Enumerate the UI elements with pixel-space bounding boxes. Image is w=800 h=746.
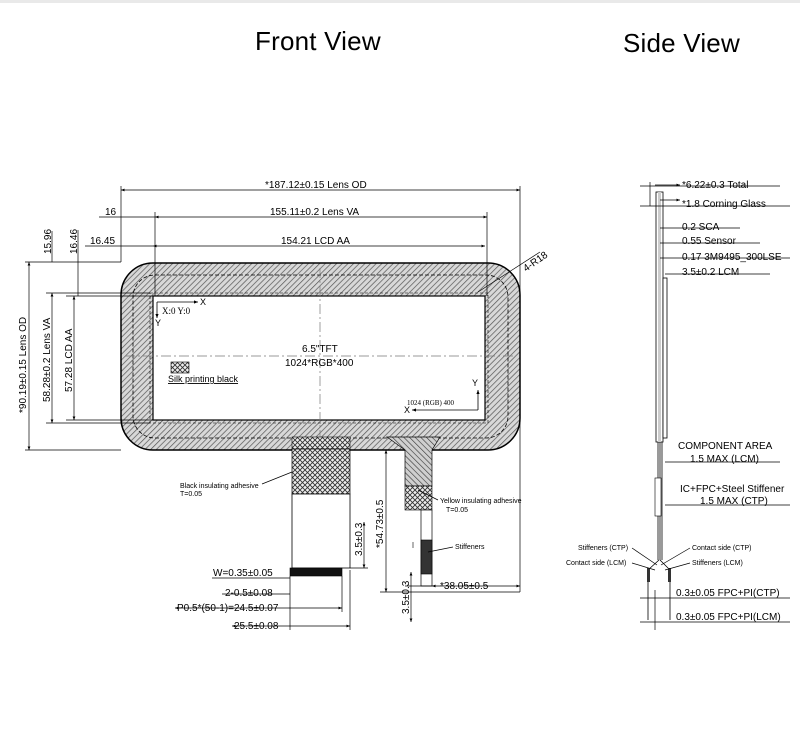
- side-tape: 0.17 3M9495_300LSE: [682, 252, 782, 263]
- end-axes: X Y 1024 (RGB) 400: [404, 378, 480, 415]
- silk-sample-swatch: [170, 361, 190, 374]
- dim-lens-od-height: *90.19±0.15 Lens OD: [18, 317, 29, 413]
- side-sca: 0.2 SCA: [682, 222, 720, 233]
- dim-tail-width: 25.5±0.08: [234, 621, 279, 632]
- side-stiffeners-lcm: Stiffeners (LCM): [692, 560, 743, 567]
- dim-38-05: *38.05±0.5: [440, 581, 489, 592]
- end-coord-label: 1024 (RGB) 400: [407, 399, 455, 407]
- side-contact-lcm: Contact side (LCM): [566, 560, 626, 567]
- dim-pin-2: 2-0.5±0.08: [225, 588, 273, 599]
- dimension-lines: [25, 186, 541, 630]
- side-glass: *1.8 Corning Glass: [682, 199, 766, 210]
- yellow-adhesive-label: Yellow insulating adhesive: [440, 498, 522, 505]
- end-y-label: Y: [472, 378, 478, 388]
- silk-printing-label: Silk printing black: [168, 374, 239, 384]
- dim-3-5-top: 3.5±0.3: [354, 522, 365, 556]
- dim-lens-od-width: *187.12±0.15 Lens OD: [265, 180, 367, 191]
- black-adhesive-thickness: T=0.05: [180, 491, 202, 498]
- origin-coord-label: X:0 Y:0: [162, 306, 191, 316]
- end-x-label: X: [404, 405, 410, 415]
- dim-pin-width: W=0.35±0.05: [213, 568, 273, 579]
- side-sensor: 0.55 Sensor: [682, 236, 737, 247]
- panel-size-label: 6.5"TFT: [302, 344, 338, 355]
- center-lines: [125, 268, 515, 450]
- dim-lcd-aa-height: 57.28 LCD AA: [64, 328, 75, 392]
- fpc-tail-lcm: [385, 436, 441, 587]
- origin-x-label: X: [200, 297, 206, 307]
- dim-lcd-aa-width: 154.21 LCD AA: [281, 236, 350, 247]
- view-area-outline: [149, 292, 489, 424]
- dim-offset-16: 16: [105, 207, 117, 218]
- top-border: [0, 0, 800, 3]
- side-fpc-ctp: 0.3±0.05 FPC+PI(CTP): [676, 588, 780, 599]
- dim-offset-16-46: 16.46: [69, 229, 80, 254]
- front-view-title: Front View: [255, 26, 381, 56]
- dim-offset-15-96: 15.96: [43, 229, 54, 254]
- side-ic-max: 1.5 MAX (CTP): [700, 496, 768, 507]
- side-ic-fpc: IC+FPC+Steel Stiffener: [680, 484, 785, 495]
- dim-lens-va-height: 58.28±0.2 Lens VA: [42, 317, 53, 402]
- dim-pin-pitch: P0.5*(50-1)=24.5±0.07: [177, 603, 279, 614]
- side-total: *6.22±0.3 Total: [682, 180, 748, 191]
- black-adhesive-label: Black insulating adhesive: [180, 483, 259, 490]
- side-stackup: [647, 191, 671, 620]
- yellow-adhesive-thickness: T=0.05: [446, 507, 468, 514]
- dim-54-73: *54.73±0.5: [375, 499, 386, 548]
- panel-res-label: 1024*RGB*400: [285, 358, 354, 369]
- dim-3-5-bottom: 3.5±0.3: [401, 580, 412, 614]
- stiffeners-label: Stiffeners: [455, 544, 485, 551]
- side-component-area: COMPONENT AREA: [678, 441, 773, 452]
- side-dimension-lines: [631, 182, 790, 630]
- side-contact-ctp: Contact side (CTP): [692, 545, 752, 552]
- side-component-max: 1.5 MAX (LCM): [690, 454, 759, 465]
- side-fpc-lcm: 0.3±0.05 FPC+PI(LCM): [676, 612, 781, 623]
- dim-corner-radius: 4-R18: [521, 250, 550, 275]
- side-view-title: Side View: [623, 28, 740, 58]
- origin-axes: X Y X:0 Y:0: [155, 297, 206, 328]
- origin-y-label: Y: [155, 318, 161, 328]
- side-stiffeners-ctp: Stiffeners (CTP): [578, 545, 628, 552]
- fpc-tail-ctp: [289, 436, 351, 577]
- dim-lens-va-width: 155.11±0.2 Lens VA: [270, 207, 359, 218]
- side-lcm: 3.5±0.2 LCM: [682, 267, 739, 278]
- dim-offset-16-45: 16.45: [90, 236, 115, 247]
- active-area: [152, 295, 486, 421]
